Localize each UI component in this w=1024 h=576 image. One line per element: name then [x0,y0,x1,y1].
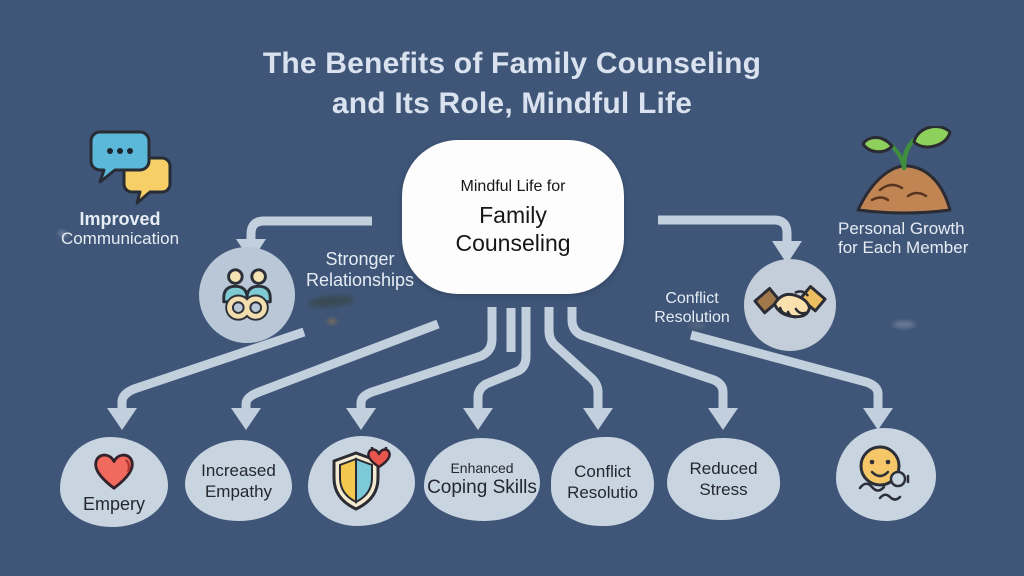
smudge-artifact [688,322,706,329]
arrow-to-calm-face-node [689,330,883,410]
arrow-to-conflict-resolution [658,215,792,243]
arrow-to-stronger-relationships [246,216,372,241]
heart-icon [94,453,134,490]
arrow-to-conflict-resolutio [544,307,603,410]
title-line-2: and Its Role, Mindful Life [331,87,693,120]
smudge-artifact [327,319,337,324]
page-title: The Benefits of Family Counseling and It… [0,44,1024,124]
family-infinity-icon [222,268,272,321]
mid-right-benefit-label: Conflict Resolution [637,289,747,327]
benefit-label-line: Enhanced [450,460,514,476]
arrow-to-heart-node [117,327,306,410]
central-node-title-line-1: Family [479,201,547,228]
benefit-label-line: Communication [60,229,180,248]
conflict-resolution-node [744,259,836,351]
arrow-to-coping-skills [473,307,531,410]
benefit-node-reduced-stress: Reduced Stress [667,438,780,520]
top-right-benefit-label: Personal Growth for Each Member [838,219,1008,257]
mid-left-benefit-label: Stronger Relationships [290,249,430,291]
central-node: Mindful Life for Family Counseling [402,140,624,294]
arrow-to-shield-node [356,307,497,410]
benefit-label-line: Resolution [654,309,730,326]
central-node-title-line-2: Counseling [455,229,571,256]
benefit-label-line: Resolutio [567,482,638,502]
benefit-label-line: Relationships [305,270,415,290]
benefit-label-line: for Each Member [838,238,969,257]
benefit-label-line: Improved [79,209,161,229]
handshake-icon [753,285,827,319]
chat-bubbles-icon [88,128,178,213]
benefit-label-line: Reduced [689,459,758,478]
benefit-node-conflict-resolution: Conflict Resolutio [551,437,654,526]
top-left-benefit-label: Improved Communication [30,209,210,249]
calm-face-icon [858,445,910,501]
benefit-node-protection [308,436,415,526]
benefit-node-empathy-heart: Empery [60,437,168,527]
benefit-label-line: Conflict [574,461,631,481]
smudge-artifact [893,321,915,328]
benefit-node-relaxation [836,428,936,521]
seedling-icon [850,125,956,223]
benefit-label-line: Empery [82,493,145,514]
arrow-to-increased-empathy [241,319,440,410]
shield-heart-icon [332,447,391,511]
benefit-node-increased-empathy: Increased Empathy [185,440,292,521]
benefit-label-line: Increased [201,460,276,480]
benefit-label-line: Personal Growth [838,219,965,238]
benefit-label-line: Stress [699,480,748,499]
benefit-label-line: Coping Skills [427,477,537,498]
title-line-1: The Benefits of Family Counseling [262,47,762,80]
stronger-relationships-node [199,247,295,343]
benefit-label-line: Empathy [204,481,273,501]
arrow-to-reduced-stress [567,307,728,410]
benefit-label-line: Stronger [325,249,395,269]
benefit-node-coping-skills: Enhanced Coping Skills [424,438,540,521]
central-node-subtitle: Mindful Life for [460,177,566,195]
benefit-label-line: Conflict [665,290,719,307]
